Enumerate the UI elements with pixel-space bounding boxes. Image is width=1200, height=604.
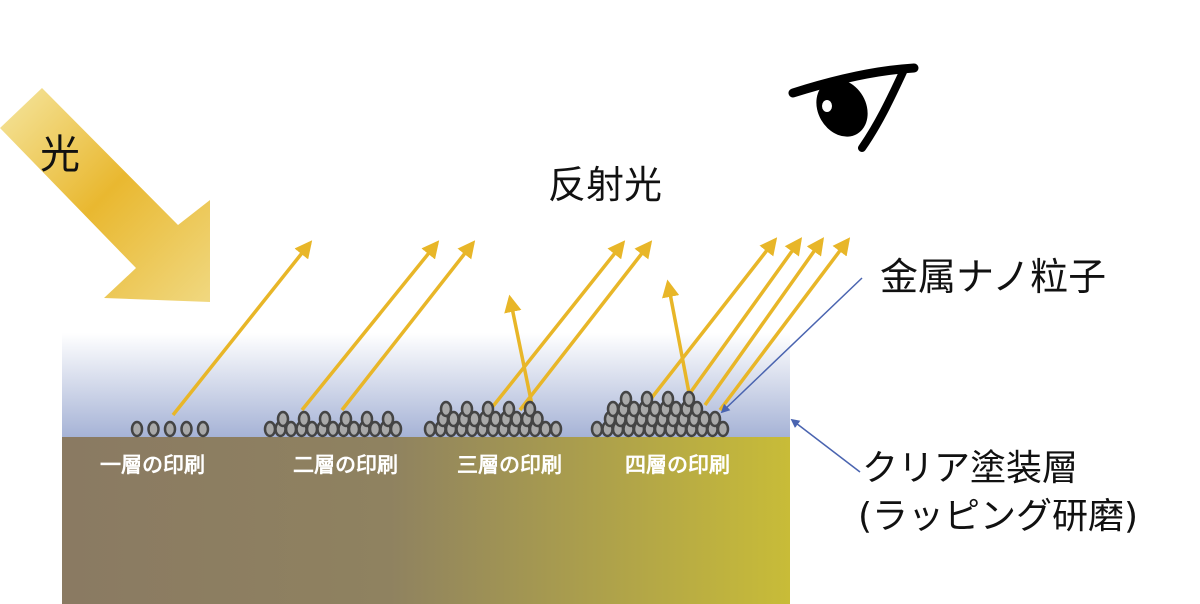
nano-particle (708, 410, 722, 428)
print-layer-label: 一層の印刷 (100, 453, 205, 477)
clear-coat-pointer-arrow (790, 418, 861, 473)
nano-particle (360, 410, 374, 428)
nano-particle (640, 390, 654, 408)
reflected-ray (518, 240, 653, 412)
nano-particle (460, 400, 474, 418)
nano-particle (147, 420, 160, 438)
light-label: 光 (40, 132, 80, 178)
nano-particle (661, 390, 675, 408)
nano-particle (381, 410, 395, 428)
reflected-ray (648, 237, 778, 402)
print-layer-label: 三層の印刷 (457, 453, 562, 477)
substrate (62, 437, 790, 604)
nano-particle (439, 400, 453, 418)
metal-nanoparticles-label: 金属ナノ粒子 (880, 255, 1106, 299)
nano-particle (276, 410, 290, 428)
nano-particle (297, 410, 311, 428)
print-layer-label: 二層の印刷 (293, 453, 398, 477)
nano-particle (130, 420, 144, 438)
reflected-ray (718, 237, 851, 412)
reflected-ray (683, 237, 803, 402)
nano-particle (716, 420, 730, 438)
clear-coat-sublabel: (ラッピング研磨) (858, 496, 1138, 537)
nano-particle (619, 390, 633, 408)
print-layer-label: 四層の印刷 (625, 453, 730, 477)
reflected-ray (171, 240, 313, 417)
nano-particle (180, 420, 193, 438)
nano-particle (590, 420, 604, 438)
nano-particle (196, 420, 210, 438)
reflected-rays (171, 237, 851, 417)
clear-coat-label: クリア塗装層 (862, 448, 1078, 489)
incident-light-arrow (0, 88, 210, 302)
reflected-ray (340, 240, 476, 412)
nano-particle (606, 400, 620, 418)
nano-particle (682, 390, 696, 408)
nano-particle (389, 420, 403, 438)
nano-particle (481, 400, 495, 418)
nano-particle (549, 420, 563, 438)
reflected-ray (504, 294, 535, 411)
nano-particles (130, 390, 730, 438)
nano-particle (690, 400, 704, 418)
particles-pointer-arrow (720, 277, 863, 414)
reflected-ray (488, 240, 626, 412)
reflected-light-label: 反射光 (548, 163, 662, 207)
nano-particle (523, 400, 537, 418)
nano-particle (423, 420, 437, 438)
reflected-ray (662, 279, 692, 399)
reflected-ray (300, 240, 440, 412)
eye-icon (788, 63, 919, 152)
nano-particle (502, 400, 516, 418)
nano-particle (318, 410, 332, 428)
nano-particle (531, 410, 544, 428)
nano-particle (263, 420, 277, 438)
nano-particle (163, 420, 177, 438)
reflected-ray (703, 237, 825, 407)
nano-particle (339, 410, 353, 428)
print-layer-labels: 一層の印刷 二層の印刷 三層の印刷 四層の印刷 (100, 453, 730, 477)
